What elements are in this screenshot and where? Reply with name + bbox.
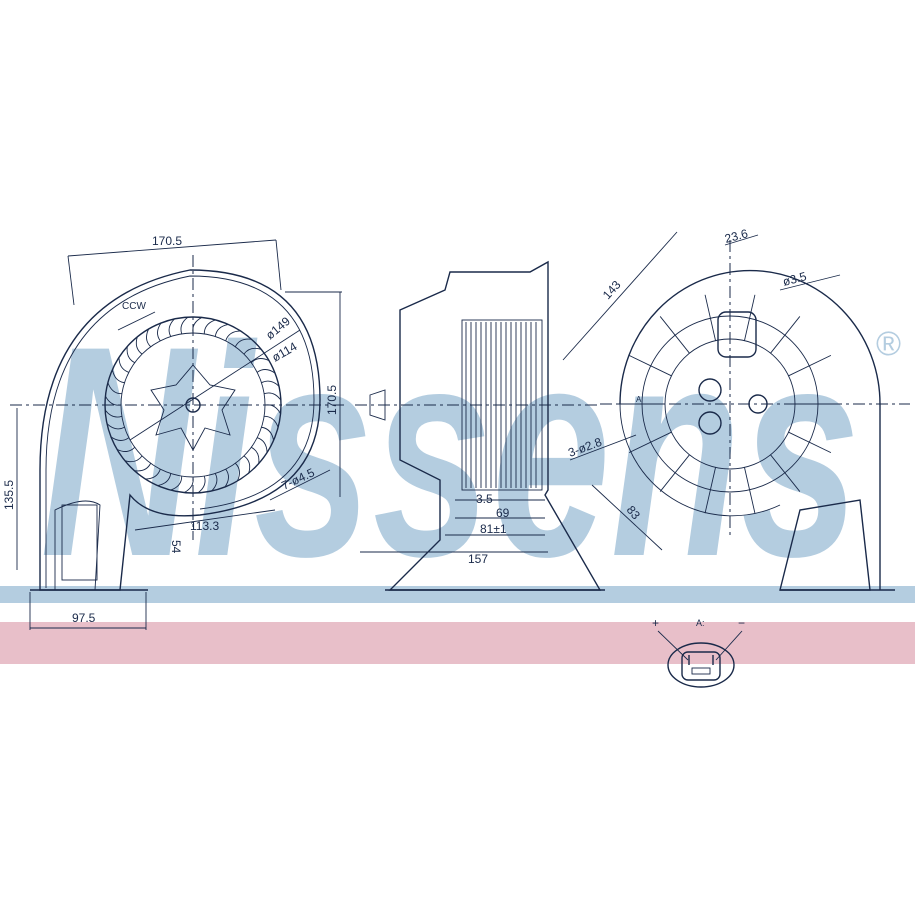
marker-a: A: [636, 395, 642, 404]
impeller-blade: [203, 319, 216, 334]
impeller-blade: [261, 380, 280, 387]
rear-spoke: [704, 294, 716, 341]
impeller-blade: [263, 392, 282, 401]
impeller-blade: [145, 469, 161, 480]
impeller-blade: [257, 437, 268, 453]
impeller-blade: [184, 476, 194, 493]
impeller-blade: [243, 455, 251, 474]
connector-housing: [717, 311, 757, 358]
rear-spoke: [770, 454, 801, 492]
impeller-blade: [256, 369, 276, 374]
hub-star: [150, 364, 236, 451]
rear-spoke: [788, 431, 832, 454]
rear-view: A 143 23.6 ø3.5 3-ø2.8 83: [562, 226, 910, 591]
impeller-blade: [110, 436, 130, 441]
impeller-blade: [264, 404, 281, 414]
connector-detail: + A: −: [652, 616, 745, 688]
impeller-blade: [105, 396, 122, 406]
impeller-blade: [211, 473, 218, 492]
blue-band: [0, 586, 915, 603]
motor-fins: [465, 322, 537, 488]
impeller-blade: [234, 462, 240, 482]
rear-spoke: [659, 316, 690, 354]
impeller-blade: [118, 357, 129, 373]
rear-spoke: [788, 354, 832, 377]
impeller-blade: [234, 338, 252, 347]
impeller-blade: [243, 347, 262, 355]
impeller-blade: [157, 473, 172, 487]
impeller-blade: [124, 455, 143, 463]
impeller-blade: [116, 446, 136, 452]
rear-spoke: [704, 467, 716, 514]
impeller-blade: [251, 446, 260, 464]
dim-offset: 113.3: [190, 519, 219, 533]
connector-minus: −: [738, 616, 745, 630]
rear-spoke: [744, 467, 756, 514]
dim-mount: 54: [169, 540, 183, 554]
impeller-blade: [157, 322, 162, 342]
dim-side-4: 157: [468, 552, 488, 566]
impeller-blade: [261, 426, 275, 441]
rotation-label: CCW: [122, 301, 146, 312]
dim-side-1: 3.5: [476, 492, 493, 506]
dim-rear-dia-3-5: ø3.5: [781, 269, 808, 289]
dim-side-2: 69: [496, 506, 510, 520]
rear-spoke: [744, 294, 756, 341]
dim-height-right: 170.5: [325, 385, 339, 415]
impeller-blades: [104, 316, 282, 494]
impeller-blade: [250, 358, 270, 364]
dim-base: 97.5: [72, 611, 96, 625]
rear-spoke: [770, 316, 801, 354]
impeller-blade: [224, 468, 229, 488]
rear-spokes: [618, 294, 842, 514]
impeller-blade: [107, 382, 122, 395]
impeller-blade: [111, 369, 125, 384]
connector-plus: +: [652, 616, 659, 630]
connector-label: A:: [696, 618, 705, 628]
rear-spoke: [628, 354, 672, 377]
rear-spoke: [659, 454, 690, 492]
front-view: 170.5 CCW ø149 ø114 170.5 7-ø4.5 113.3 1…: [2, 234, 345, 630]
registered-mark: ®: [876, 325, 901, 363]
pink-band: [0, 622, 915, 664]
dim-side-3: 81±1: [480, 522, 507, 536]
impeller-blade: [225, 330, 241, 341]
dim-rear-23-6: 23.6: [723, 226, 749, 246]
impeller-blade: [146, 328, 152, 348]
impeller-blade: [180, 316, 189, 335]
dim-width-top: 170.5: [152, 234, 182, 248]
impeller-blade: [197, 475, 206, 494]
impeller-blade: [104, 409, 123, 418]
dim-height-left: 135.5: [2, 480, 16, 510]
impeller-blade: [135, 336, 143, 355]
impeller-outer: [104, 316, 282, 494]
watermark-logo: Nissens: [40, 283, 860, 619]
impeller-blade: [170, 476, 183, 491]
rear-spoke: [628, 431, 672, 454]
impeller-blade: [126, 346, 135, 364]
impeller-blade: [264, 415, 279, 428]
impeller-blade: [134, 463, 152, 472]
impeller-blade: [192, 317, 202, 334]
impeller-blade: [168, 318, 175, 337]
impeller-blade: [214, 323, 229, 337]
impeller-blade: [106, 423, 125, 430]
side-view: 3.5 69 81±1 157: [355, 260, 605, 591]
